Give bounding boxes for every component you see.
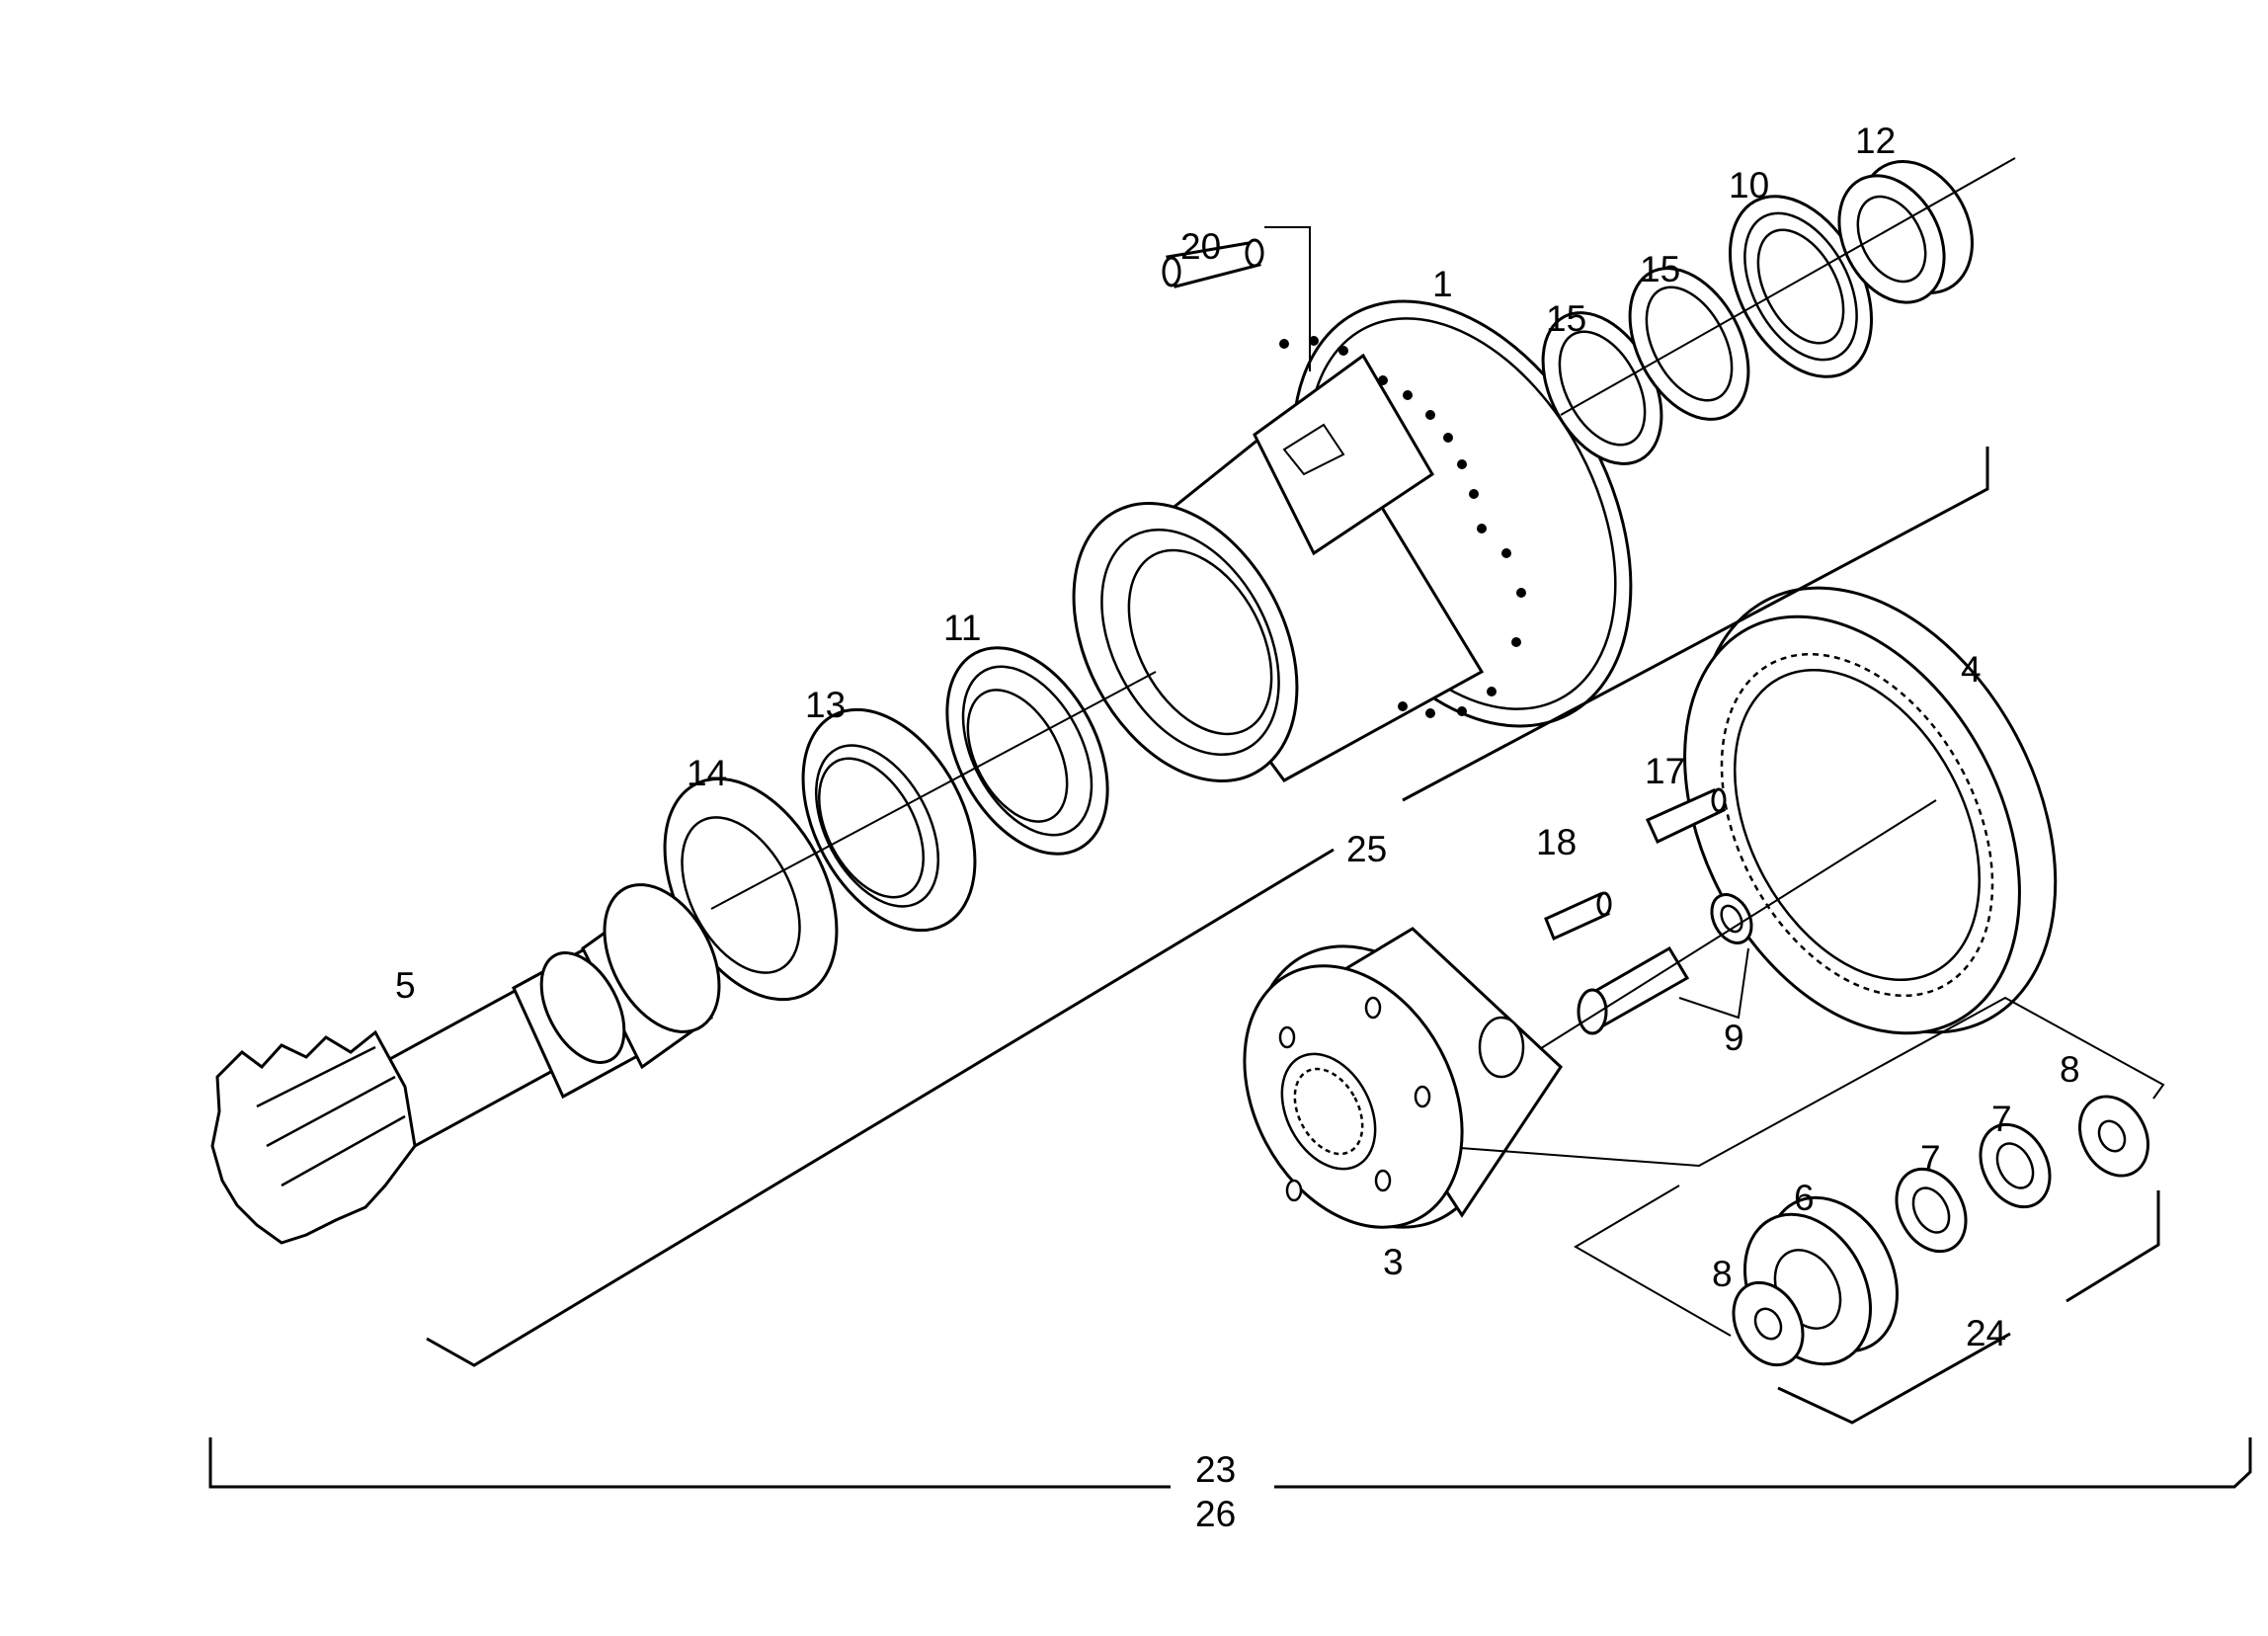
washer-part-8-right bbox=[2078, 1095, 2149, 1178]
washer-part-8-left bbox=[1732, 1280, 1805, 1367]
callout-1: 1 bbox=[1432, 264, 1453, 304]
axis-line-upper bbox=[1560, 157, 2016, 416]
callout-26: 26 bbox=[1195, 1494, 1236, 1534]
callout-23: 23 bbox=[1195, 1449, 1236, 1490]
callout-18: 18 bbox=[1536, 822, 1577, 862]
callout-7b: 7 bbox=[1991, 1099, 2012, 1139]
callout-9: 9 bbox=[1724, 1018, 1744, 1058]
callout-10: 10 bbox=[1729, 165, 1769, 205]
callout-8b: 8 bbox=[2060, 1049, 2080, 1090]
leader-line-20 bbox=[1264, 226, 1311, 371]
bracket-group-24-upper bbox=[1459, 996, 2165, 1168]
shaft-part-5 bbox=[210, 883, 721, 1245]
callout-8a: 8 bbox=[1712, 1254, 1733, 1294]
callout-12: 12 bbox=[1855, 121, 1896, 161]
callout-15a: 15 bbox=[1546, 298, 1586, 339]
callout-6: 6 bbox=[1794, 1178, 1815, 1218]
bracket-group-25-lower bbox=[426, 848, 1335, 1367]
planet-carrier-part-3 bbox=[1243, 927, 1563, 1229]
needle-bearing-part-7-left bbox=[1895, 1167, 1968, 1254]
pin-part-18 bbox=[1544, 891, 1612, 941]
bracket-group-24-right bbox=[1777, 1190, 2160, 1425]
pin-part-9 bbox=[1577, 893, 1753, 1035]
pin-part-20 bbox=[1162, 238, 1264, 288]
callout-4: 4 bbox=[1961, 649, 1982, 690]
seal-part-13 bbox=[801, 707, 977, 933]
bracket-group-25 bbox=[1402, 447, 1989, 802]
axis-line-lower bbox=[710, 671, 1157, 910]
callout-13: 13 bbox=[805, 685, 846, 725]
callout-20: 20 bbox=[1180, 226, 1221, 267]
pin-part-17 bbox=[1646, 787, 1727, 845]
hub-housing-part-1 bbox=[1072, 299, 1633, 783]
callout-24: 24 bbox=[1966, 1313, 2006, 1353]
callout-11: 11 bbox=[943, 608, 981, 648]
callout-14: 14 bbox=[687, 753, 727, 793]
callout-7a: 7 bbox=[1920, 1138, 1941, 1179]
callout-17: 17 bbox=[1645, 751, 1685, 791]
callout-25: 25 bbox=[1346, 829, 1387, 869]
callout-5: 5 bbox=[395, 965, 416, 1006]
callout-3: 3 bbox=[1383, 1242, 1404, 1282]
bearing-part-11 bbox=[945, 646, 1109, 856]
bracket-group-23 bbox=[208, 1437, 2252, 1489]
needle-bearing-part-7-right bbox=[1979, 1122, 2052, 1209]
seal-part-15-inner bbox=[1541, 311, 1663, 465]
nut-part-12 bbox=[1837, 160, 1974, 304]
callout-15b: 15 bbox=[1640, 249, 1680, 289]
axis-line-carrier bbox=[1510, 799, 1937, 1068]
ring-gear-part-4 bbox=[1683, 586, 2058, 1035]
bracket-group-24-left bbox=[1574, 1185, 1732, 1337]
leader-line-9 bbox=[1678, 947, 1749, 1020]
